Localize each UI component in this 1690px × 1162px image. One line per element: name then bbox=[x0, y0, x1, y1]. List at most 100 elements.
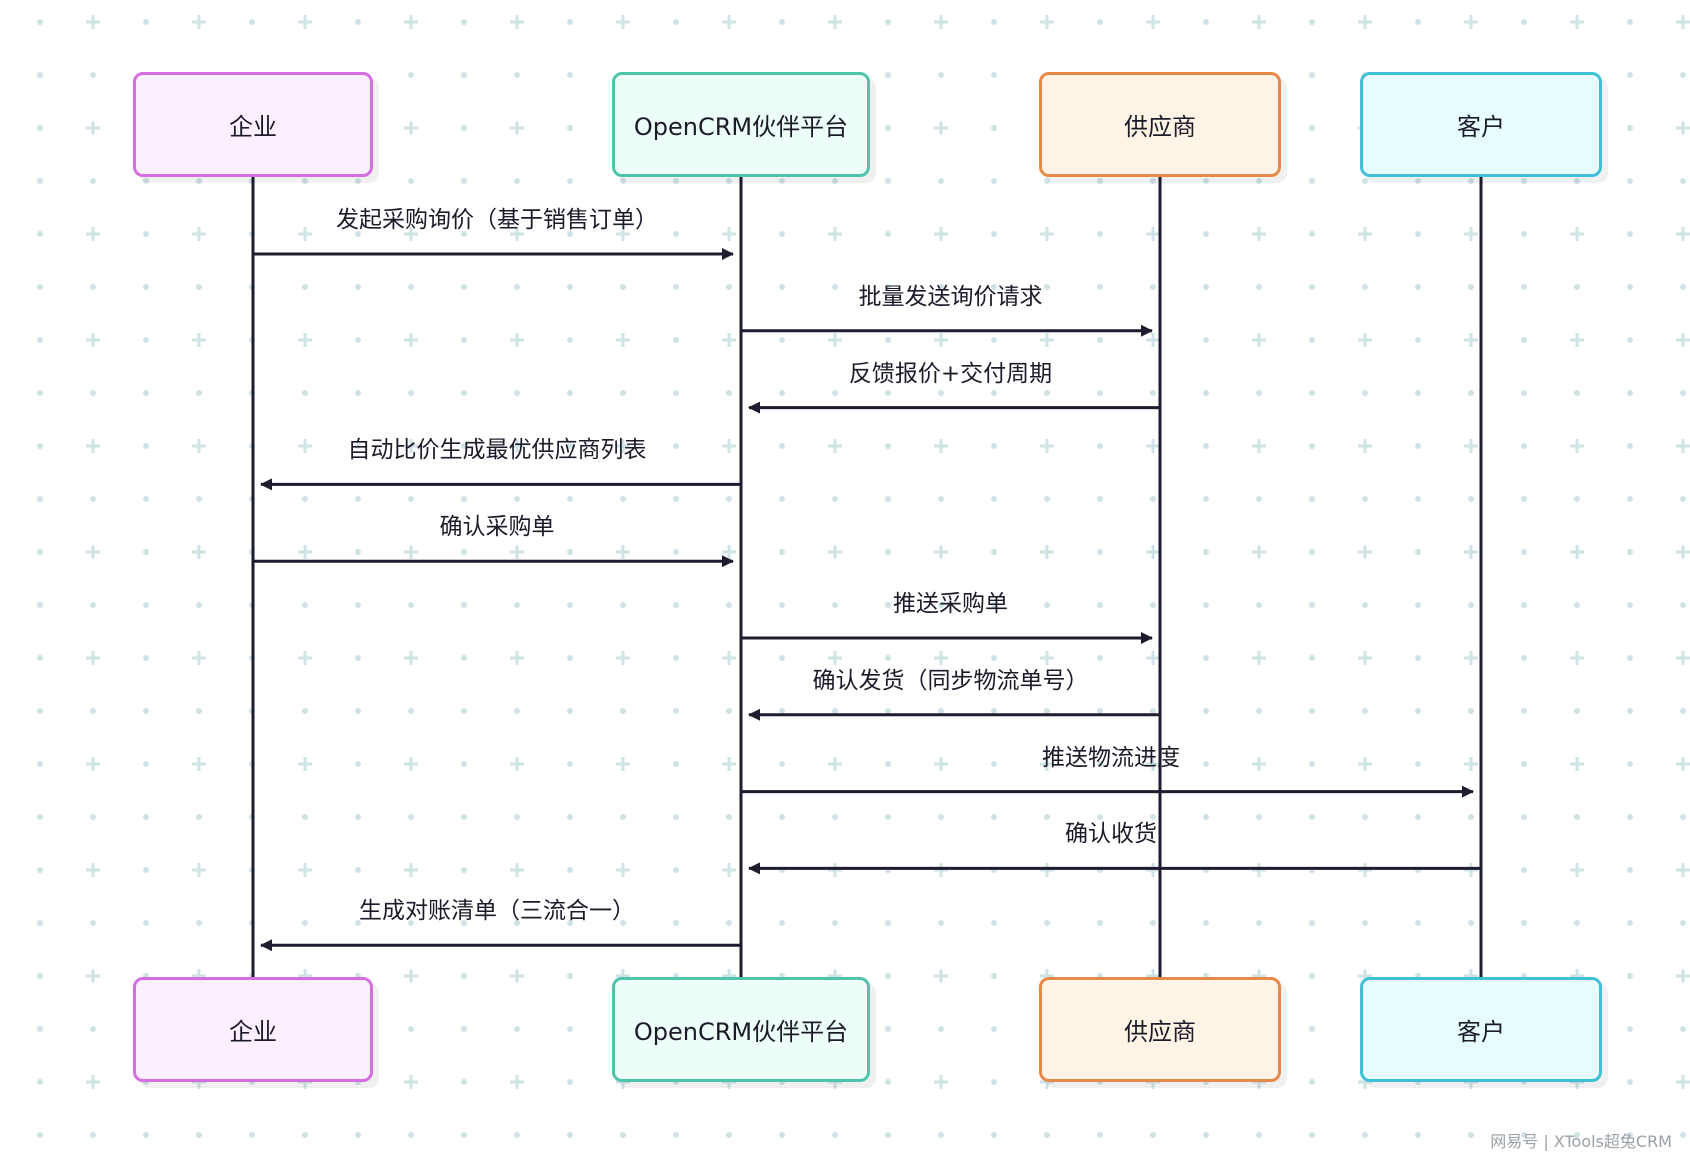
grid-dot bbox=[885, 496, 891, 502]
grid-plus-mark bbox=[1464, 333, 1478, 347]
grid-dot bbox=[1521, 602, 1527, 608]
grid-dot bbox=[673, 231, 679, 237]
grid-dot bbox=[196, 496, 202, 502]
grid-dot bbox=[567, 496, 573, 502]
grid-dot bbox=[90, 496, 96, 502]
grid-dot bbox=[196, 178, 202, 184]
grid-plus-mark bbox=[298, 545, 312, 559]
grid-dot bbox=[37, 1026, 43, 1032]
grid-dot bbox=[673, 867, 679, 873]
grid-dot bbox=[1044, 602, 1050, 608]
grid-dot bbox=[991, 125, 997, 131]
grid-dot bbox=[37, 920, 43, 926]
grid-dot bbox=[673, 549, 679, 555]
grid-dot bbox=[726, 496, 732, 502]
grid-plus-mark bbox=[510, 121, 524, 135]
grid-dot bbox=[1415, 284, 1421, 290]
grid-dot bbox=[1521, 337, 1527, 343]
grid-plus-mark bbox=[192, 545, 206, 559]
actor-box-enterprise-top[interactable]: 企业 bbox=[133, 72, 373, 177]
actor-box-customer-bottom[interactable]: 客户 bbox=[1360, 977, 1602, 1082]
grid-dot bbox=[514, 814, 520, 820]
grid-dot bbox=[885, 708, 891, 714]
grid-dot bbox=[37, 178, 43, 184]
grid-plus-mark bbox=[934, 545, 948, 559]
grid-dot bbox=[1468, 708, 1474, 714]
grid-plus-mark bbox=[616, 651, 630, 665]
grid-dot bbox=[1309, 814, 1315, 820]
grid-dot bbox=[143, 761, 149, 767]
grid-dot bbox=[1415, 390, 1421, 396]
grid-plus-mark bbox=[722, 757, 736, 771]
actor-box-enterprise-bottom[interactable]: 企业 bbox=[133, 977, 373, 1082]
grid-plus-mark bbox=[1570, 757, 1584, 771]
actor-box-supplier-top[interactable]: 供应商 bbox=[1039, 72, 1281, 177]
grid-dot bbox=[37, 337, 43, 343]
grid-dot bbox=[620, 390, 626, 396]
grid-dot bbox=[1203, 761, 1209, 767]
actor-box-supplier-bottom[interactable]: 供应商 bbox=[1039, 977, 1281, 1082]
grid-dot bbox=[885, 1079, 891, 1085]
grid-dot bbox=[1256, 1132, 1262, 1138]
grid-dot bbox=[196, 814, 202, 820]
grid-dot bbox=[1468, 178, 1474, 184]
grid-dot bbox=[1468, 496, 1474, 502]
grid-plus-mark bbox=[934, 333, 948, 347]
actor-box-platform-top[interactable]: OpenCRM伙伴平台 bbox=[612, 72, 870, 177]
grid-dot bbox=[1203, 231, 1209, 237]
grid-plus-mark bbox=[1676, 863, 1690, 877]
grid-dot bbox=[1627, 973, 1633, 979]
grid-dot bbox=[1627, 1026, 1633, 1032]
grid-plus-mark bbox=[1676, 15, 1690, 29]
grid-dot bbox=[355, 655, 361, 661]
actor-box-platform-bottom[interactable]: OpenCRM伙伴平台 bbox=[612, 977, 870, 1082]
actor-box-customer-top[interactable]: 客户 bbox=[1360, 72, 1602, 177]
grid-dot bbox=[779, 814, 785, 820]
grid-dot bbox=[938, 1026, 944, 1032]
grid-dot bbox=[567, 549, 573, 555]
grid-dot bbox=[461, 19, 467, 25]
grid-plus-mark bbox=[1358, 651, 1372, 665]
grid-plus-mark bbox=[1040, 15, 1054, 29]
grid-dot bbox=[461, 284, 467, 290]
grid-plus-mark bbox=[934, 969, 948, 983]
grid-plus-mark bbox=[828, 863, 842, 877]
grid-dot bbox=[1150, 602, 1156, 608]
grid-dot bbox=[1097, 178, 1103, 184]
grid-dot bbox=[1521, 920, 1527, 926]
grid-dot bbox=[673, 284, 679, 290]
grid-dot bbox=[90, 1026, 96, 1032]
grid-plus-mark bbox=[1676, 227, 1690, 241]
grid-dot bbox=[1203, 814, 1209, 820]
grid-plus-mark bbox=[1040, 757, 1054, 771]
grid-dot bbox=[1574, 390, 1580, 396]
grid-plus-mark bbox=[510, 545, 524, 559]
grid-dot bbox=[37, 496, 43, 502]
grid-dot bbox=[1309, 708, 1315, 714]
grid-dot bbox=[1362, 920, 1368, 926]
grid-dot bbox=[673, 337, 679, 343]
grid-plus-mark bbox=[1358, 439, 1372, 453]
grid-dot bbox=[726, 920, 732, 926]
grid-dot bbox=[1150, 708, 1156, 714]
grid-plus-mark bbox=[86, 15, 100, 29]
grid-plus-mark bbox=[298, 863, 312, 877]
grid-dot bbox=[726, 708, 732, 714]
grid-dot bbox=[1521, 496, 1527, 502]
grid-dot bbox=[408, 496, 414, 502]
grid-dot bbox=[1097, 390, 1103, 396]
grid-dot bbox=[37, 125, 43, 131]
grid-dot bbox=[1521, 655, 1527, 661]
grid-dot bbox=[461, 496, 467, 502]
grid-dot bbox=[37, 708, 43, 714]
grid-dot bbox=[779, 496, 785, 502]
grid-dot bbox=[1203, 178, 1209, 184]
grid-dot bbox=[461, 1132, 467, 1138]
grid-dot bbox=[1680, 496, 1686, 502]
grid-plus-mark bbox=[616, 545, 630, 559]
grid-plus-mark bbox=[828, 651, 842, 665]
actor-label: 供应商 bbox=[1124, 113, 1196, 141]
grid-plus-mark bbox=[722, 227, 736, 241]
grid-dot bbox=[37, 602, 43, 608]
grid-dot bbox=[726, 1132, 732, 1138]
